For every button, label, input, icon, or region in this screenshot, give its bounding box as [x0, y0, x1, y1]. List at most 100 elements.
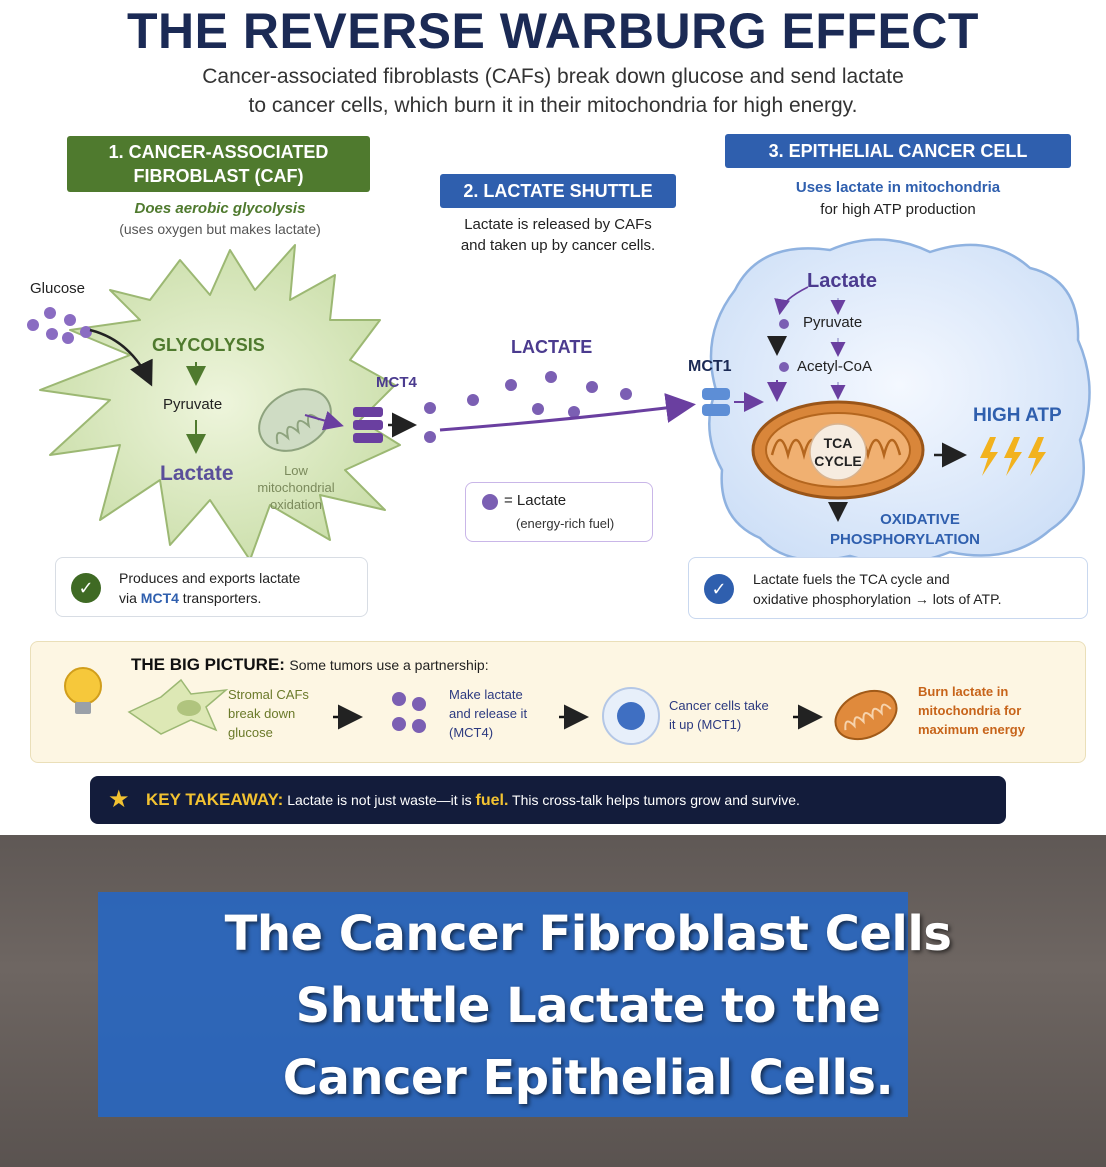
tca-line: TCA [823, 435, 853, 451]
subtitle-line: Cancer-associated fibroblasts (CAFs) bre… [202, 65, 904, 88]
caf-description: Does aerobic glycolysis (uses oxygen but… [60, 198, 380, 240]
caf-summary-mct4: MCT4 [140, 590, 179, 606]
glycolysis-label: GLYCOLYSIS [152, 335, 265, 355]
caf-header-line: FIBROBLAST (CAF) [133, 166, 304, 186]
caf-summary-line: Produces and exports lactate [119, 570, 301, 586]
key-takeaway-bar: ★ KEY TAKEAWAY: Lactate is not just wast… [90, 776, 1006, 824]
check-icon: ✓ [704, 574, 734, 604]
shuttle-desc-line: and taken up by cancer cells. [460, 237, 656, 254]
page-title: THE REVERSE WARBURG EFFECT [127, 3, 979, 59]
cancer-summary-line: oxidative phosphorylation → lots of ATP. [753, 591, 1002, 607]
oxphos-line: PHOSPHORYLATION [829, 531, 980, 548]
step-line: it up (MCT1) [669, 717, 742, 732]
step1-text: Stromal CAFs break down glucose [228, 685, 309, 742]
low-ox-line: Low [284, 463, 308, 478]
caption-banner [98, 892, 908, 1117]
shuttle-header: 2. LACTATE SHUTTLE [440, 174, 676, 208]
big-picture-heading: THE BIG PICTURE: Some tumors use a partn… [131, 655, 489, 675]
caf-summary-part: via [119, 590, 141, 606]
glucose-label: Glucose [30, 280, 86, 297]
star-icon: ★ [108, 786, 130, 813]
step-line: break down [228, 706, 296, 721]
caf-desc-line: (uses oxygen but makes lactate) [119, 221, 321, 237]
caf-summary-box: ✓ Produces and exports lactate via MCT4 … [55, 557, 368, 617]
cancer-lactate-label: Lactate [807, 270, 878, 292]
shuttle-arrow [439, 393, 696, 432]
cancer-summary-box: ✓ Lactate fuels the TCA cycle and oxidat… [688, 557, 1088, 619]
check-icon: ✓ [71, 573, 101, 603]
step-line: Stromal CAFs [228, 687, 309, 702]
mito-to-mct4-arrow [304, 410, 344, 431]
step-line: (MCT4) [449, 725, 494, 740]
acetyl-dot [779, 362, 789, 372]
legend-label: = Lactate [504, 492, 567, 509]
mct1-transporter [702, 388, 730, 416]
acetyl-coa-label: Acetyl-CoA [797, 358, 873, 375]
key-takeaway-label: KEY TAKEAWAY: [146, 790, 284, 809]
cancer-header: 3. EPITHELIAL CANCER CELL [725, 134, 1071, 168]
mct4-label: MCT4 [376, 374, 417, 391]
big-picture-subtitle: Some tumors use a partnership: [289, 657, 489, 673]
caf-desc-line: Does aerobic glycolysis [134, 200, 306, 217]
lactate-legend-dot [482, 494, 498, 510]
page-subtitle: Cancer-associated fibroblasts (CAFs) bre… [150, 62, 956, 120]
caf-header-line: 1. CANCER-ASSOCIATED [108, 142, 329, 162]
step-line: Cancer cells take [669, 698, 769, 713]
cancer-summary-line: Lactate fuels the TCA cycle and [753, 571, 950, 587]
caption-line: The Cancer Fibroblast Cells [224, 906, 952, 962]
caf-small-icon [127, 678, 229, 735]
lactate-uptake-arrow [774, 286, 809, 316]
caf-summary-text: Produces and exports lactate via MCT4 tr… [119, 568, 300, 608]
step-line: mitochondria for [918, 703, 1022, 718]
lactate-small-icon [392, 692, 426, 733]
pyruvate-dot [779, 319, 789, 329]
caf-summary-line: via MCT4 transporters. [119, 588, 300, 608]
low-ox-line: oxidation [269, 497, 323, 512]
legend-sublabel: (energy-rich fuel) [516, 516, 615, 531]
mitochondrion-small-icon [834, 689, 898, 741]
lightbulb-icon [64, 667, 102, 714]
step2-text: Make lactate and release it (MCT4) [449, 685, 527, 742]
tca-cycle-label: TCA CYCLE [808, 434, 868, 470]
cancer-desc-line: for high ATP production [820, 201, 976, 218]
step3-text: Cancer cells take it up (MCT1) [669, 696, 769, 734]
step4-text: Burn lactate in mitochondria for maximum… [918, 682, 1025, 739]
oxphos-label: OXIDATIVE PHOSPHORYLATION [820, 510, 990, 550]
cancer-pyruvate-label: Pyruvate [803, 314, 863, 331]
step-line: maximum energy [918, 722, 1025, 737]
big-picture-title: THE BIG PICTURE: [131, 655, 285, 674]
big-picture-icons [64, 667, 898, 745]
pathway-illustration [27, 238, 1091, 565]
step-line: Make lactate [449, 687, 523, 702]
cancer-description: Uses lactate in mitochondria for high AT… [735, 177, 1061, 220]
tca-line: CYCLE [814, 453, 862, 469]
caf-cell [39, 244, 401, 561]
cancer-summary-text: Lactate fuels the TCA cycle and oxidativ… [753, 569, 1002, 609]
cancer-cell-small-icon [602, 687, 660, 745]
step-line: and release it [449, 706, 528, 721]
big-picture-panel: THE BIG PICTURE: Some tumors use a partn… [30, 641, 1086, 763]
step-line: glucose [228, 725, 273, 740]
subtitle-line: to cancer cells, which burn it in their … [248, 94, 858, 117]
cancer-mitochondrion [751, 400, 925, 500]
caption-text: The Cancer Fibroblast Cells Shuttle Lact… [98, 898, 1078, 1114]
cancer-desc-line: Uses lactate in mitochondria [795, 179, 1001, 196]
lactate-molecules [424, 371, 632, 443]
caf-header: 1. CANCER-ASSOCIATED FIBROBLAST (CAF) [67, 136, 370, 192]
key-takeaway-text: This cross-talk helps tumors grow and su… [512, 792, 800, 808]
key-takeaway-text: Lactate is not just waste—it is [287, 792, 472, 808]
atp-lightning-icon [980, 437, 1046, 476]
high-atp-label: HIGH ATP [973, 405, 1062, 426]
caf-mitochondrion [258, 388, 332, 452]
mct4-transporter [353, 407, 383, 443]
mct1-label: MCT1 [688, 358, 732, 375]
glucose-molecules [27, 307, 92, 344]
glucose-arrow [89, 328, 153, 387]
caption-line: Cancer Epithelial Cells. [282, 1050, 894, 1106]
low-ox-line: mitochondrial [257, 480, 335, 495]
caf-lactate-label: Lactate [160, 462, 234, 485]
caf-pyruvate-label: Pyruvate [163, 396, 223, 413]
shuttle-lactate-label: LACTATE [511, 337, 593, 357]
tca-cycle-circle [809, 423, 867, 481]
shuttle-desc-line: Lactate is released by CAFs [464, 216, 652, 233]
